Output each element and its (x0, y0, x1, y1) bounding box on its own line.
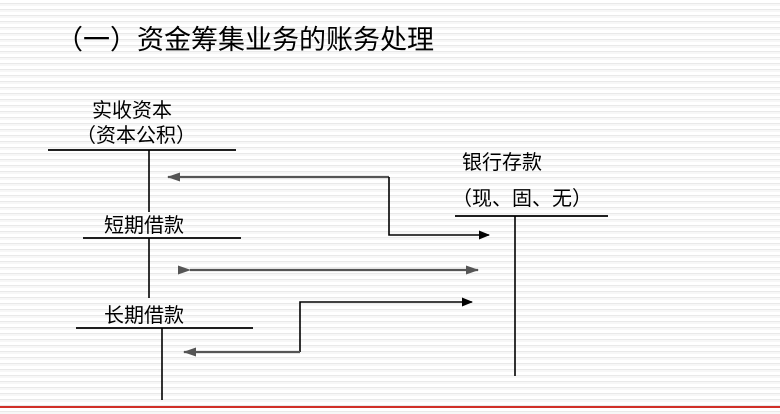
account-label-long-term-loan: 长期借款 (104, 303, 184, 327)
t-account-long-term-loan (76, 327, 253, 400)
account-label-bank-deposit: 银行存款 (462, 150, 542, 174)
bottom-accent-rule (0, 406, 780, 408)
account-label-short-term-loan: 短期借款 (104, 213, 184, 237)
t-account-paid-in-capital (48, 149, 236, 212)
flow-arrow-short-loan-to-bank (388, 177, 490, 240)
account-label-paid-in-capital: 实收资本 (92, 98, 172, 122)
account-sublabel-capital-reserve: （资本公积） (76, 123, 196, 147)
flow-arrow-long-loan-to-bank (299, 297, 473, 352)
t-account-short-term-loan (83, 237, 241, 298)
t-account-bank-deposit (455, 215, 608, 376)
page-title: （一）资金筹集业务的账务处理 (56, 25, 434, 56)
account-sublabel-bank-deposit-kinds: （现、固、无） (452, 186, 592, 210)
